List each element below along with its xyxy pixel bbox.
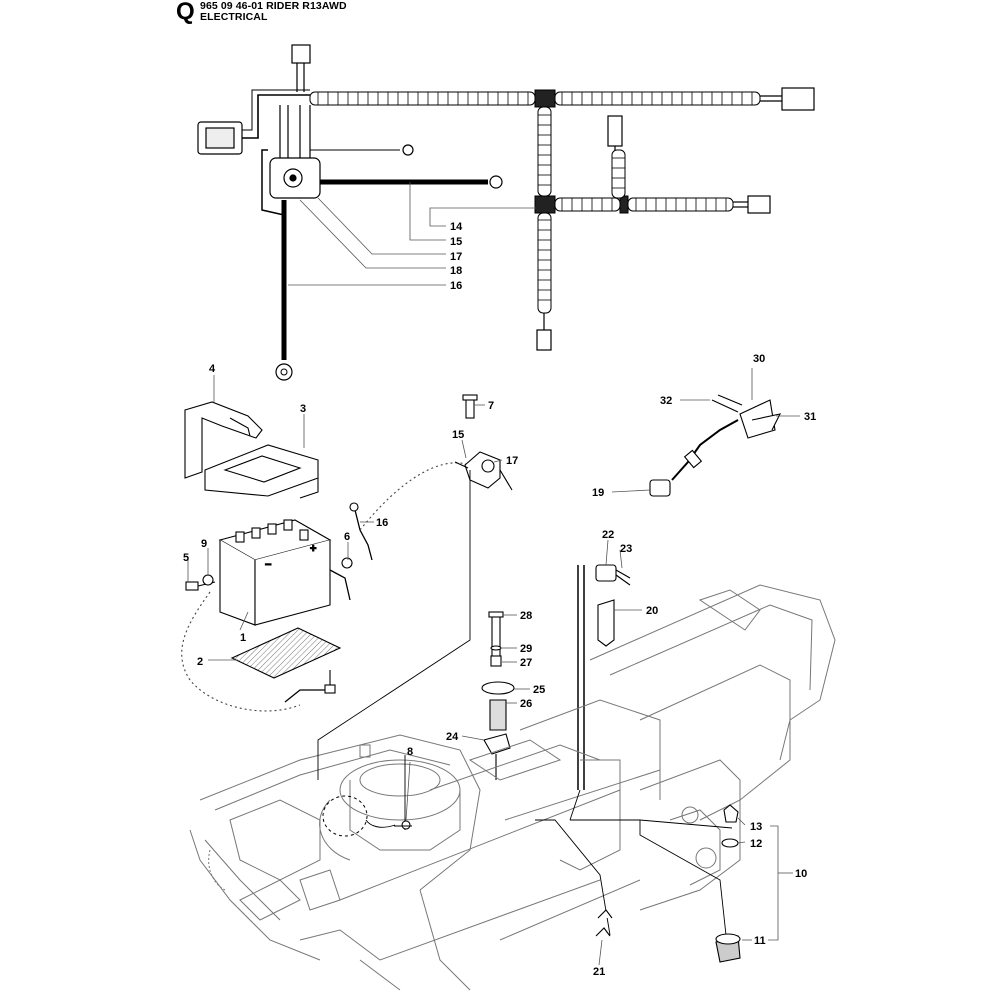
seat-switch-stack: [481, 611, 515, 780]
solenoid-mounted: [454, 394, 513, 491]
callout-18: 18: [450, 265, 462, 277]
callout-14: 14: [450, 221, 463, 233]
callout-22: 22: [602, 529, 614, 541]
svg-text:+: +: [310, 543, 316, 555]
callout-8: 8: [407, 746, 413, 758]
callout-15: 15: [450, 236, 462, 248]
callout-11: 11: [754, 935, 766, 947]
svg-text:−: −: [265, 559, 271, 571]
callout-labels: 1 2 3 4 5 6 7 8 9 10 11 12 13 14 15 17 1…: [183, 221, 816, 978]
callout-25: 25: [533, 684, 545, 696]
hold-down-bracket: [184, 401, 263, 479]
battery-cover: [204, 444, 319, 499]
small-parts: [394, 804, 741, 963]
callout-24: 24: [446, 731, 459, 743]
battery-mat: [230, 627, 342, 679]
callout-6: 6: [344, 531, 350, 543]
relay: [197, 89, 310, 155]
battery: − +: [218, 519, 332, 626]
section-letter: Q: [176, 0, 195, 25]
model-line: 965 09 46-01 RIDER R13AWD: [200, 0, 347, 12]
callout-32: 32: [660, 395, 672, 407]
callout-10: 10: [795, 868, 807, 880]
callout-2: 2: [197, 656, 203, 668]
callout-15-solenoid: 15: [452, 429, 464, 441]
callout-27: 27: [520, 657, 532, 669]
leader-lines-top: [288, 182, 536, 286]
callout-30: 30: [753, 353, 765, 365]
section-title: ELECTRICAL: [200, 11, 268, 23]
callout-5: 5: [183, 552, 189, 564]
callout-1: 1: [240, 632, 246, 644]
chassis-frame: [339, 584, 836, 961]
callout-16: 16: [450, 280, 462, 292]
callout-17: 17: [450, 251, 462, 263]
callout-19: 19: [592, 487, 604, 499]
callout-3: 3: [300, 403, 306, 415]
callout-29: 29: [520, 643, 532, 655]
routed-wires: [317, 470, 733, 936]
callout-leader-lines: [187, 368, 800, 966]
interlock-switch: [577, 564, 631, 790]
callout-13: 13: [750, 821, 762, 833]
callout-23: 23: [620, 543, 632, 555]
callout-7: 7: [488, 400, 494, 412]
battery-cable: [320, 175, 503, 189]
callout-17-solenoid: 17: [506, 455, 518, 467]
wiring-harness: [197, 44, 815, 381]
callout-26: 26: [520, 698, 532, 710]
engine-and-deck: [189, 734, 481, 991]
callout-28: 28: [520, 610, 532, 622]
callout-9: 9: [201, 538, 207, 550]
ground-cable: [261, 149, 293, 381]
callout-16-battery: 16: [376, 517, 388, 529]
callout-21: 21: [593, 966, 605, 978]
battery-assembly: − +: [181, 401, 471, 712]
starter-solenoid: [269, 105, 414, 199]
harness-segment-lines: [317, 92, 753, 301]
callout-31: 31: [804, 411, 816, 423]
safety-switch-harness: [649, 394, 782, 497]
callout-4: 4: [209, 363, 216, 375]
callout-12: 12: [750, 838, 762, 850]
harness-connectors: [291, 44, 815, 351]
callout-20: 20: [646, 605, 658, 617]
harness-main-run: [309, 89, 761, 314]
